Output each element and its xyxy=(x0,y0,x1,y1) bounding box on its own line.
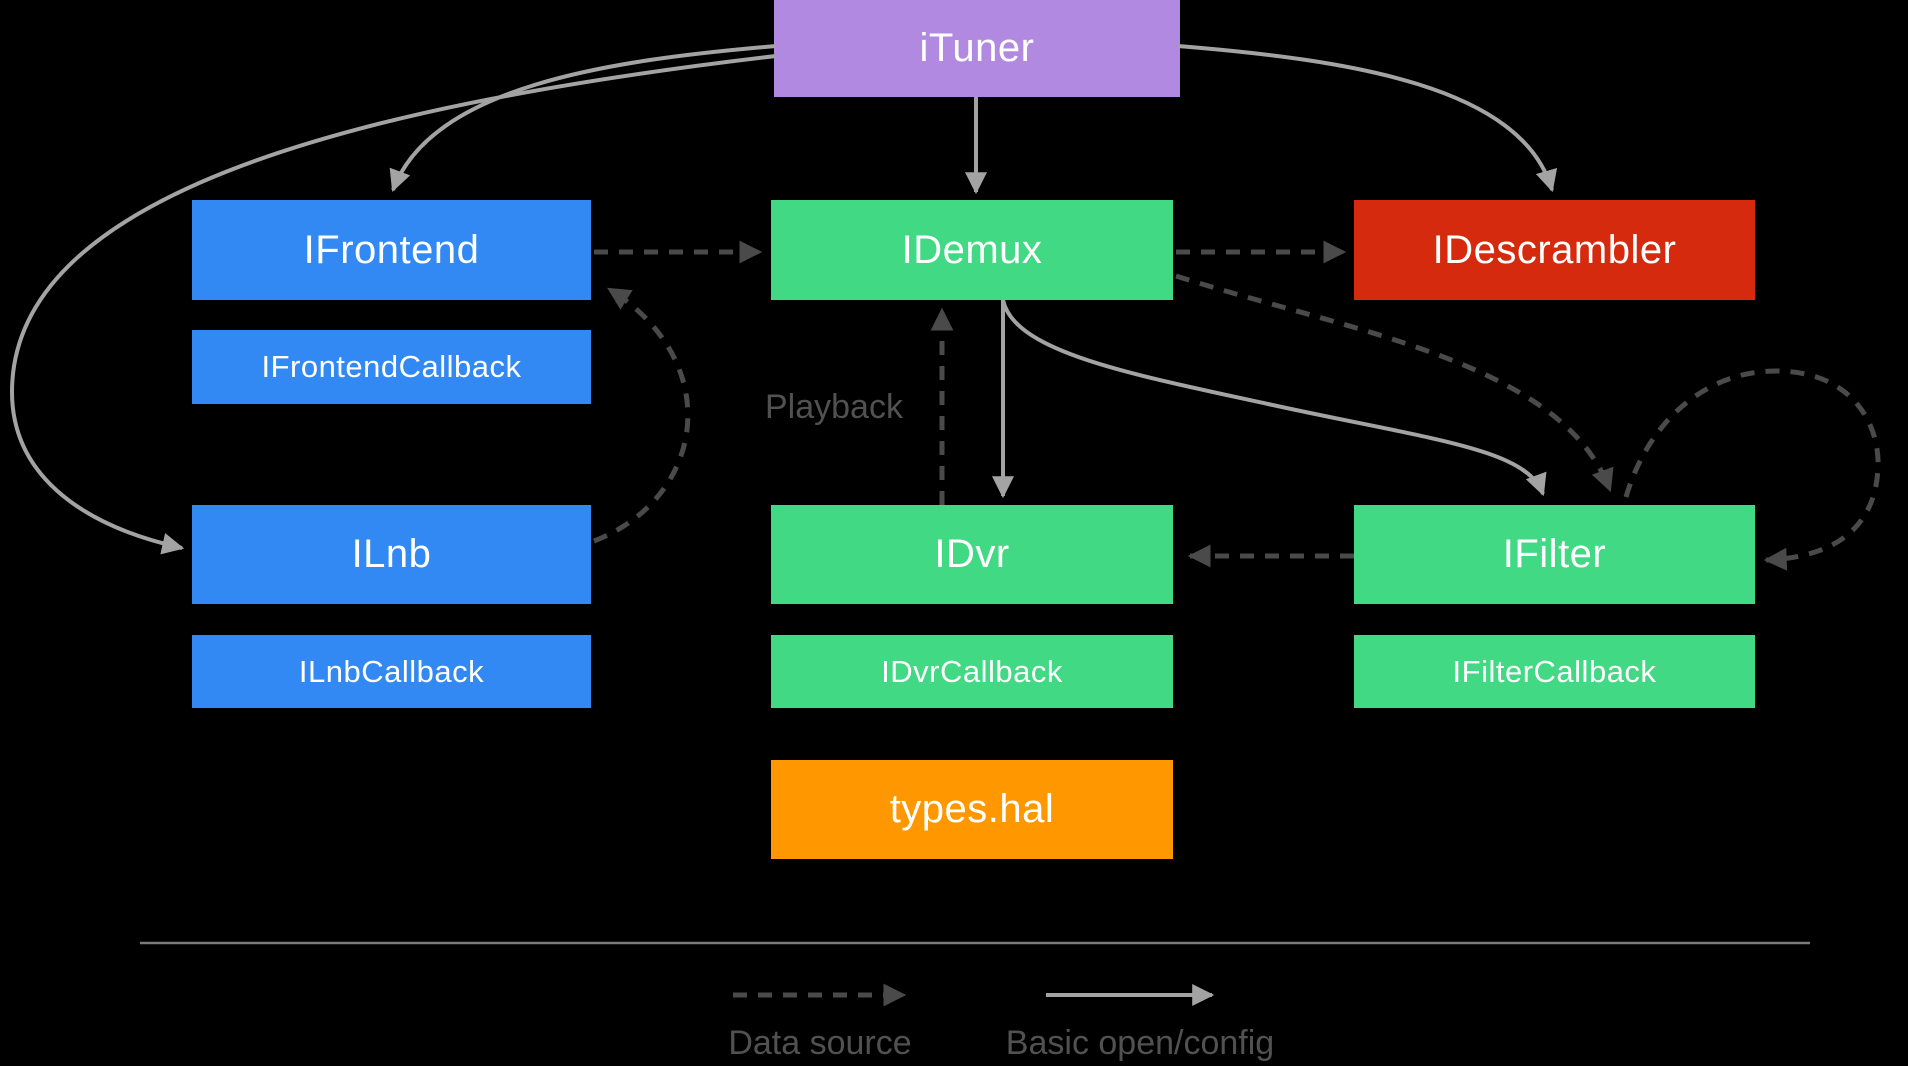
playback-label: Playback xyxy=(765,388,903,426)
arrow-idemux-to-ifilter-solid xyxy=(1001,299,1547,497)
arrow-ituner-to-ilnb xyxy=(9,54,777,555)
arrow-ituner-to-ifrontend xyxy=(389,44,777,193)
node-idescrambler: IDescrambler xyxy=(1354,200,1755,300)
node-idvr-callback: IDvrCallback xyxy=(771,635,1173,708)
node-types-hal: types.hal xyxy=(771,760,1173,859)
node-ituner: iTuner xyxy=(774,0,1180,97)
arrow-ituner-to-idescrambler xyxy=(1177,44,1558,193)
node-idemux: IDemux xyxy=(771,200,1173,300)
node-ifilter: IFilter xyxy=(1354,505,1755,604)
node-ilnb-callback: ILnbCallback xyxy=(192,635,591,708)
node-ilnb: ILnb xyxy=(192,505,591,604)
node-ifilter-callback: IFilterCallback xyxy=(1354,635,1755,708)
node-idvr: IDvr xyxy=(771,505,1173,604)
legend-data-source-label: Data source xyxy=(728,1024,912,1062)
node-ifrontend: IFrontend xyxy=(192,200,591,300)
arrow-ilnb-to-ifrontend xyxy=(593,286,691,544)
arrow-idemux-to-ifilter-dashed xyxy=(1175,273,1614,493)
legend-basic-open-config-label: Basic open/config xyxy=(1005,1024,1275,1062)
node-ifrontend-callback: IFrontendCallback xyxy=(192,330,591,404)
dashed-arrows xyxy=(593,240,1881,1007)
